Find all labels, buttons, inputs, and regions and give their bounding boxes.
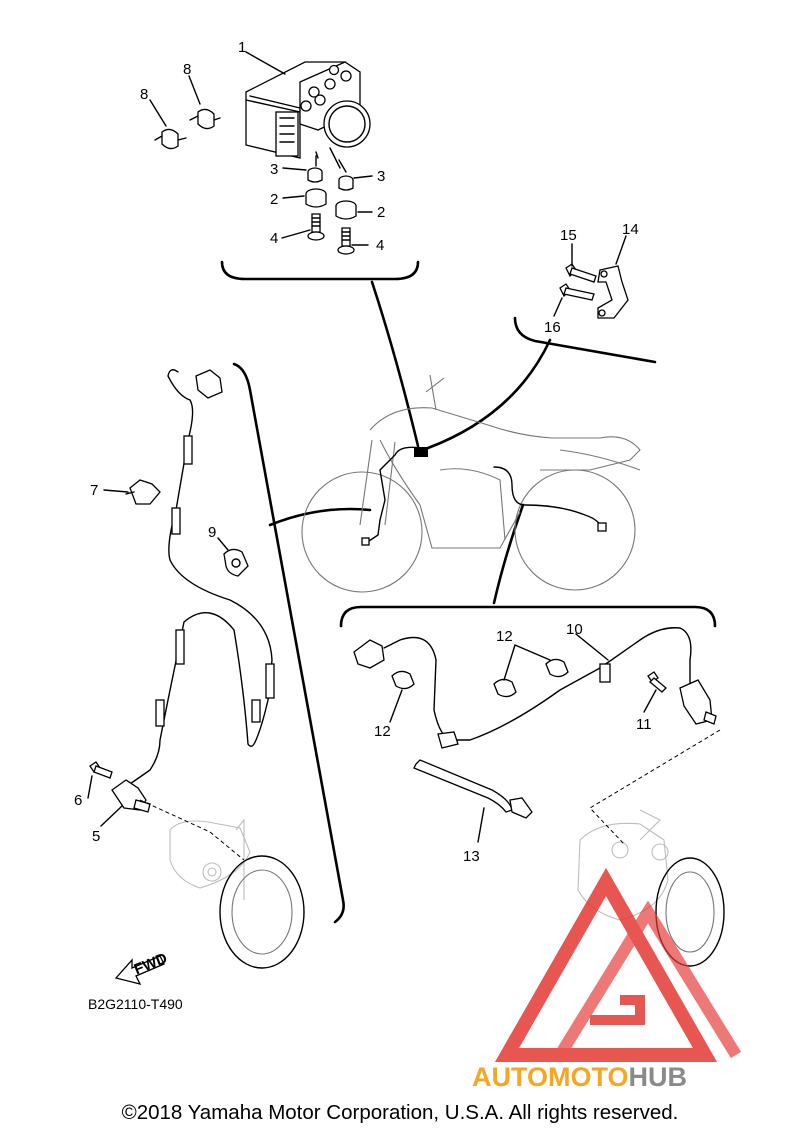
rear-sensor-bracket (339, 605, 717, 628)
fwd-arrow (114, 955, 165, 985)
clamps-12 (391, 658, 569, 698)
callout-8b: 8 (140, 86, 148, 103)
clamp-7 (125, 479, 161, 505)
abs-mount-hardware (305, 155, 357, 255)
leader-bracket-to-bike (426, 338, 552, 450)
callout-14: 14 (622, 221, 639, 238)
rear-sensor-harness (353, 627, 717, 749)
fwd-label: FWD (132, 950, 170, 979)
callout-4b: 4 (376, 237, 384, 254)
bracket-14 (597, 265, 629, 319)
leader-rear-to-bike (492, 503, 525, 605)
front-hub-and-disc (139, 799, 305, 969)
watermark-brand: AUTOMOTOHUB (472, 1062, 687, 1092)
callout-3b: 3 (377, 168, 385, 185)
leader-front-to-bike (268, 507, 372, 527)
motorcycle-outline (301, 374, 641, 593)
callout-9: 9 (208, 524, 216, 541)
bike-harness-routing (361, 446, 607, 546)
clamp-8 (154, 108, 221, 150)
callout-5: 5 (92, 828, 100, 845)
diagram-code: B2G2110-T490 (88, 996, 183, 1012)
leader-abs-to-bike (370, 280, 420, 448)
front-sensor-harness (111, 369, 275, 813)
callout-7: 7 (90, 482, 98, 499)
automotohub-watermark-logo (494, 867, 742, 1062)
callout-4a: 4 (270, 230, 278, 247)
cable-tie-13 (413, 759, 533, 819)
bolt-11 (647, 671, 667, 693)
clamp-9 (223, 548, 249, 577)
callout-2a: 2 (270, 191, 278, 208)
callout-16: 16 (544, 319, 561, 336)
callout-10: 10 (566, 621, 583, 638)
callout-12a: 12 (496, 628, 513, 645)
callout-3a: 3 (270, 161, 278, 178)
watermark-brand-automoto: AUTOMOTO (472, 1062, 629, 1092)
bolt-15 (565, 263, 597, 283)
callout-12b: 12 (374, 723, 391, 740)
callout-1: 1 (238, 39, 246, 56)
callout-13: 13 (463, 848, 480, 865)
callout-2b: 2 (377, 204, 385, 221)
callout-15: 15 (560, 227, 577, 244)
callout-leaders (87, 51, 657, 843)
abs-hydraulic-unit (245, 61, 371, 169)
bolt-16 (559, 283, 595, 301)
callout-6: 6 (74, 792, 82, 809)
callout-11: 11 (636, 716, 652, 733)
bolt-6 (89, 761, 113, 779)
callout-8a: 8 (183, 61, 191, 78)
copyright-notice: ©2018 Yamaha Motor Corporation, U.S.A. A… (121, 1101, 679, 1124)
rear-caliper-and-disc (577, 729, 725, 967)
watermark-brand-hub: HUB (629, 1062, 688, 1092)
bracket-14-16-frame (513, 316, 657, 364)
abs-unit-bracket (220, 260, 420, 281)
front-sensor-bracket (232, 362, 345, 924)
